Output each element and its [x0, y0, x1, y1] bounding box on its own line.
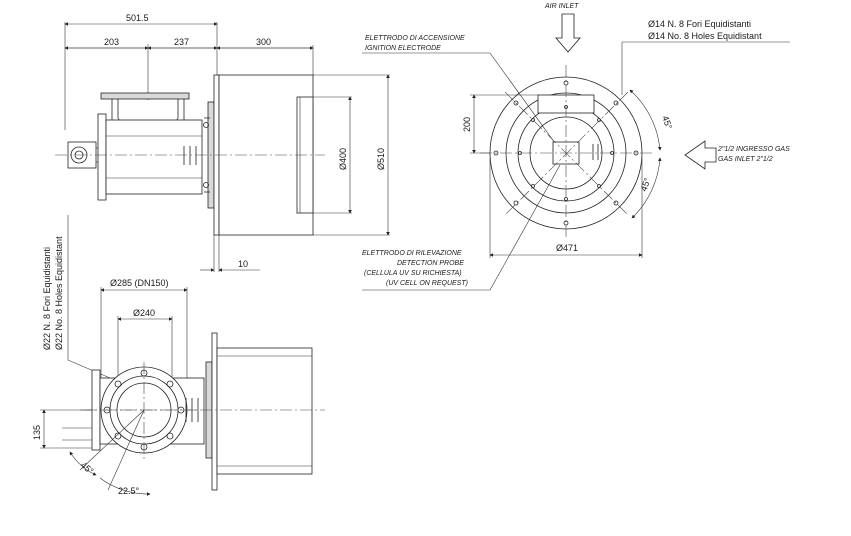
gas-inlet-en: GAS INLET 2"1/2 — [718, 156, 773, 163]
detection-1: ELETTRODO DI RILEVAZIONE — [362, 250, 462, 257]
gas-inlet-it: 2"1/2 INGRESSO GAS — [717, 146, 790, 153]
angle-22-5: 22.5° — [118, 486, 140, 496]
holes-right-en: Ø14 No. 8 Holes Equidistant — [648, 31, 762, 41]
dim-10: 10 — [238, 259, 248, 269]
ignition-it: ELETTRODO DI ACCENSIONE — [365, 35, 465, 42]
dim-510: Ø510 — [376, 148, 386, 170]
dim-200: 200 — [462, 117, 472, 132]
dim-501-5: 501.5 — [126, 13, 149, 23]
detection-4: (UV CELL ON REQUEST) — [386, 280, 468, 287]
detection-2: DETECTION PROBE — [397, 260, 464, 267]
holes-left-it: Ø22 N. 8 Fori Equidistanti — [42, 247, 52, 350]
dim-285: Ø285 (DN150) — [110, 278, 169, 288]
holes-left-en: Ø22 No. 8 Holes Equidistant — [54, 236, 64, 350]
detection-3: (CELLULA UV SU RICHIESTA) — [364, 270, 462, 277]
dim-237: 237 — [174, 37, 189, 47]
dim-400: Ø400 — [338, 148, 348, 170]
front-view: AIR INLET Ø14 N. 8 Fori Equidistanti Ø14… — [362, 3, 790, 291]
dim-135: 135 — [32, 425, 42, 440]
dim-240: Ø240 — [133, 308, 155, 318]
dim-300: 300 — [256, 37, 271, 47]
side-view-bottom: Ø22 N. 8 Fori Equidistanti Ø22 No. 8 Hol… — [32, 215, 325, 496]
angle-45-bottom: 45° — [638, 176, 652, 193]
ignition-en: IGNITION ELECTRODE — [365, 45, 441, 52]
angle-45-top: 45° — [660, 114, 674, 131]
side-view-top: 501.5 203 237 300 — [55, 13, 390, 272]
angle-45-left: 45° — [79, 460, 96, 477]
holes-right-it: Ø14 N. 8 Fori Equidistanti — [648, 19, 751, 29]
air-inlet-label: AIR INLET — [544, 3, 579, 10]
dim-203: 203 — [104, 37, 119, 47]
dim-471: Ø471 — [556, 243, 578, 253]
